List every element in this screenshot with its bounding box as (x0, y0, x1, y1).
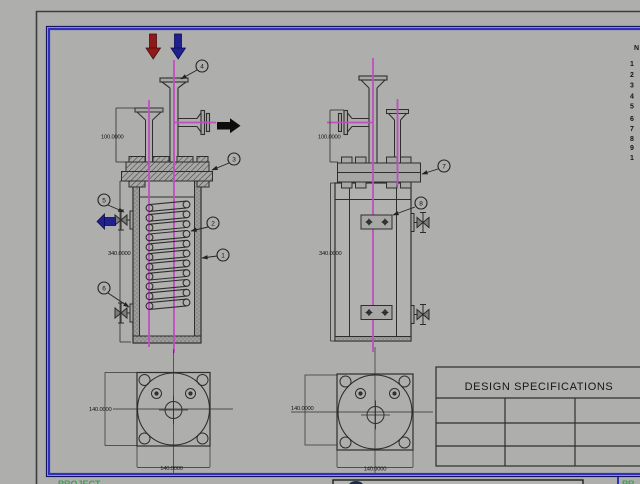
dim-front-upper (115, 107, 148, 163)
parts-list-item: 3 (630, 83, 634, 90)
dim-side-body (330, 182, 336, 342)
side-top-flange (337, 156, 421, 189)
dim-side-bottom-side-label: 140.0000 (291, 406, 314, 412)
front-bottom-view (104, 349, 233, 473)
balloon-2: 2 (190, 216, 220, 232)
logo-box (332, 479, 584, 484)
side-view: 100.0000 340.0000 (318, 58, 430, 352)
drawing-frame (35, 10, 640, 484)
svg-text:1: 1 (221, 253, 225, 260)
dim-front-bottom-side-label: 140.0000 (89, 407, 112, 413)
design-specifications-table (435, 366, 640, 467)
parts-list-item: 8 (630, 136, 634, 143)
dim-side-body-label: 340.0000 (319, 251, 342, 257)
svg-text:2: 2 (211, 221, 215, 228)
logo-icon (349, 481, 363, 484)
sheet-border (45, 25, 640, 478)
parts-list-item: 9 (630, 145, 634, 152)
svg-text:7: 7 (442, 164, 446, 171)
parts-list-item: 6 (630, 116, 634, 123)
parts-list-item: 4 (630, 94, 634, 101)
balloon-5: 5 (97, 193, 125, 213)
side-bottom-view (291, 347, 433, 473)
dim-front-bottom-width-label: 140.0000 (160, 466, 183, 472)
side-upper-bracket (360, 214, 393, 230)
hot-inlet-arrow-icon (145, 33, 162, 60)
dim-front-upper-label: 100.0000 (101, 135, 124, 141)
front-view: 100.0000 340.0000 (96, 33, 241, 353)
outlet-arrow-icon (217, 118, 241, 134)
cold-outlet-arrow-icon (96, 213, 116, 230)
front-centerlines-magenta (148, 60, 216, 353)
side-lower-bracket (360, 305, 393, 320)
cold-inlet-arrow-icon (170, 33, 187, 60)
parts-list-item: 5 (630, 104, 634, 111)
svg-text:4: 4 (200, 64, 204, 71)
side-centerlines-magenta (327, 58, 399, 352)
parts-list-item: 2 (630, 72, 634, 79)
balloon-8: 8 (392, 196, 428, 216)
balloon-callouts: 4 3 5 2 1 6 7 (97, 59, 451, 308)
dim-side-upper (329, 109, 344, 163)
parts-list: N 1 2 3 4 5 6 7 8 9 1 (630, 45, 639, 162)
svg-text:6: 6 (102, 286, 106, 293)
parts-list-item: 1 (630, 61, 634, 68)
design-specifications-title: DESIGN SPECIFICATIONS (465, 381, 614, 393)
parts-list-item: 1 (630, 155, 634, 162)
balloon-3: 3 (211, 152, 241, 171)
dim-side-bottom-width-label: 140.0000 (364, 467, 387, 473)
svg-text:8: 8 (419, 201, 423, 208)
balloon-7: 7 (421, 159, 451, 175)
balloon-4: 4 (180, 59, 209, 80)
dim-front-body-label: 340.0000 (108, 251, 131, 257)
project-label-right: PR (622, 479, 635, 484)
balloon-6: 6 (97, 281, 130, 308)
parts-list-item: 7 (630, 126, 634, 133)
svg-text:3: 3 (232, 157, 236, 164)
dim-side-upper-label: 100.0000 (318, 135, 341, 141)
front-top-flange (121, 156, 213, 188)
parts-list-header: N (634, 45, 639, 52)
project-label-left: PROJECT (58, 479, 101, 484)
svg-text:5: 5 (102, 198, 106, 205)
footer-strip: PROJECT PR (58, 477, 635, 484)
balloon-1: 1 (201, 248, 230, 262)
